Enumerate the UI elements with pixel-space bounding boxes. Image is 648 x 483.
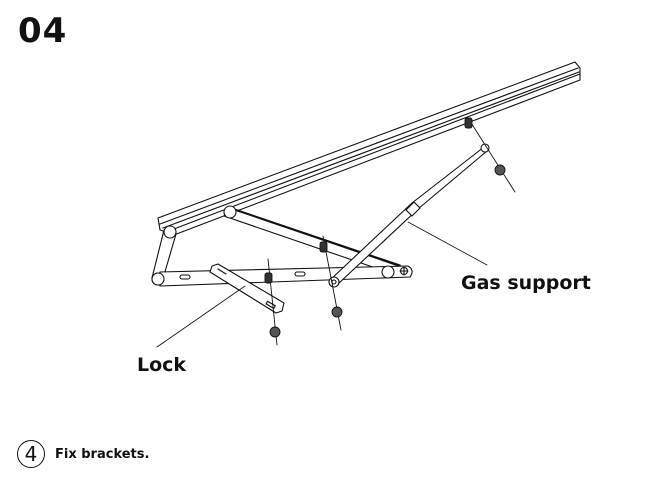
lock-leader-line bbox=[156, 285, 246, 348]
gas-support-label: Gas support bbox=[461, 272, 591, 294]
instruction-text: Fix brackets. bbox=[55, 446, 150, 462]
fasteners bbox=[264, 117, 516, 346]
step-number: 04 bbox=[18, 11, 68, 51]
instruction-number-badge: 4 bbox=[17, 440, 45, 468]
bottom-bar bbox=[151, 265, 413, 287]
gas-strut bbox=[328, 143, 490, 288]
gas-support-leader-line bbox=[407, 221, 488, 266]
lock-label: Lock bbox=[137, 354, 187, 376]
top-rail bbox=[157, 61, 581, 239]
instruction-step: 4 Fix brackets. bbox=[17, 440, 149, 468]
lock-arm bbox=[209, 263, 285, 314]
